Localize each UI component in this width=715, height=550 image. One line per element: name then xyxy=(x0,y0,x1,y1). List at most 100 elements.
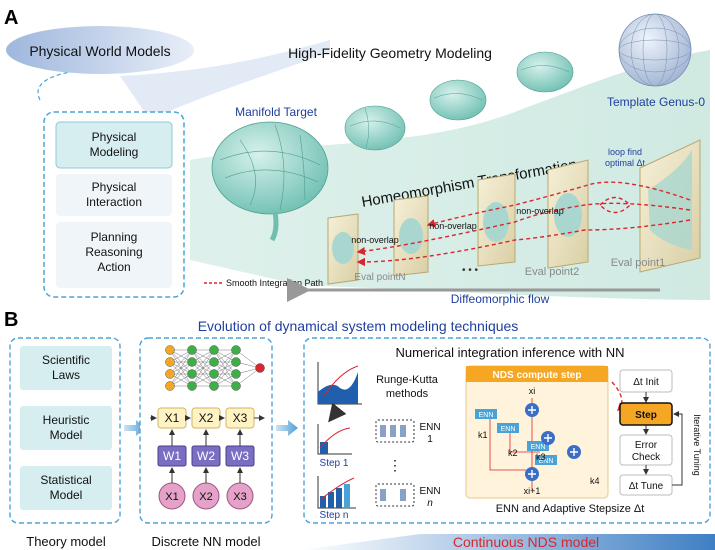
frame-eval-point-mid xyxy=(477,173,516,267)
k-label: k3 xyxy=(536,452,546,462)
nn-node xyxy=(209,345,219,355)
w-node: W3 xyxy=(225,445,255,467)
nn-node xyxy=(187,369,197,379)
nn-node xyxy=(165,345,175,355)
w-node: W1 xyxy=(157,445,187,467)
connector-curve xyxy=(37,71,71,101)
nn-edge xyxy=(235,349,261,369)
non-overlap-label: non-overlap xyxy=(516,206,564,216)
x-bottom-node: X2 xyxy=(192,482,220,510)
manifold-target-label: Manifold Target xyxy=(235,105,317,119)
x-top-label: X1 xyxy=(165,411,180,425)
k-label: k1 xyxy=(478,430,488,440)
xi1-label: xi+1 xyxy=(524,486,541,496)
nn-edge xyxy=(169,361,193,387)
brain-stage-3 xyxy=(516,51,574,93)
enn1-block xyxy=(375,419,415,443)
w-node: W2 xyxy=(191,445,221,467)
rk-plot-step1 xyxy=(317,424,352,455)
x-bottom-node: X1 xyxy=(158,482,186,510)
x-top-label: X2 xyxy=(199,411,214,425)
iterative-label: Iterative Tuning xyxy=(692,414,702,476)
nn-node xyxy=(231,381,241,391)
bottom-label-nn: Discrete NN model xyxy=(151,534,260,549)
eval-point-label: Eval point2 xyxy=(525,266,579,278)
bottom-label-theory: Theory model xyxy=(26,534,106,549)
nn-edge xyxy=(213,361,237,387)
x-top-node: X3 xyxy=(225,407,255,429)
nn-edge xyxy=(169,349,193,375)
nn-node xyxy=(165,357,175,367)
dt-init-box: Δt Init xyxy=(619,369,673,393)
x-top-node: X1 xyxy=(157,407,187,429)
enn-ellipsis: ⋮ xyxy=(388,457,402,473)
legend-label: Smooth Integration Path xyxy=(226,278,323,288)
w-label: W1 xyxy=(163,449,181,463)
nn-node xyxy=(231,369,241,379)
enn-caption: ENN and Adaptive Stepsize Δt xyxy=(496,503,645,515)
nds-compute-title: NDS compute step xyxy=(493,370,582,381)
nn-node xyxy=(165,381,175,391)
nn-edge xyxy=(169,349,193,387)
nn-node xyxy=(209,369,219,379)
xi-label: xi xyxy=(529,386,536,396)
bottom-label-nds: Continuous NDS model xyxy=(453,534,599,550)
k-label: k2 xyxy=(508,448,518,458)
flow-arrow xyxy=(276,420,298,436)
dt-tune-box: Δt Tune xyxy=(619,474,673,496)
nn-edge xyxy=(235,367,261,387)
nn-node xyxy=(231,357,241,367)
template-sphere xyxy=(618,13,692,87)
geometry-title: High-Fidelity Geometry Modeling xyxy=(288,45,492,61)
sum-node xyxy=(567,445,581,459)
nn-node xyxy=(187,345,197,355)
x-bottom-label: X3 xyxy=(233,491,246,503)
svg-text:Step: Step xyxy=(635,410,657,421)
panel-a-letter: A xyxy=(4,7,18,29)
template-label: Template Genus-0 xyxy=(607,95,705,109)
step-box: Step xyxy=(619,402,673,426)
brain-manifold-target xyxy=(211,121,329,242)
flow-label: Diffeomorphic flow xyxy=(451,292,550,306)
neural-network-icon xyxy=(165,345,265,391)
nn-node xyxy=(209,381,219,391)
svg-text:ENN: ENN xyxy=(539,458,554,465)
nds-compute-header xyxy=(466,366,608,382)
nds-branch xyxy=(489,418,540,471)
nn-node xyxy=(187,357,197,367)
nn-edge xyxy=(191,349,215,375)
brain-stage-2 xyxy=(429,79,487,121)
nn-edge xyxy=(213,349,237,375)
svg-text:ENN: ENN xyxy=(531,444,546,451)
ellipsis: • • • xyxy=(462,265,479,276)
nn-node xyxy=(255,363,265,373)
x-bottom-node: X3 xyxy=(226,482,254,510)
brain-stage-1 xyxy=(344,105,406,151)
numerical-title: Numerical integration inference with NN xyxy=(395,345,624,360)
non-overlap-label: non-overlap xyxy=(429,221,477,231)
nn-node xyxy=(165,369,175,379)
nn-node xyxy=(209,357,219,367)
sum-node xyxy=(525,467,539,481)
sum-node xyxy=(541,431,555,445)
nn-edge xyxy=(213,349,237,387)
w-label: W2 xyxy=(197,449,215,463)
frame-eval-point2 xyxy=(547,159,589,269)
svg-text:ENN: ENN xyxy=(479,412,494,419)
panel-b-letter: B xyxy=(4,309,18,331)
world-models-ellipse xyxy=(6,26,194,74)
enn-tag: ENN xyxy=(497,423,519,433)
frame-eval-point-3 xyxy=(393,195,429,277)
